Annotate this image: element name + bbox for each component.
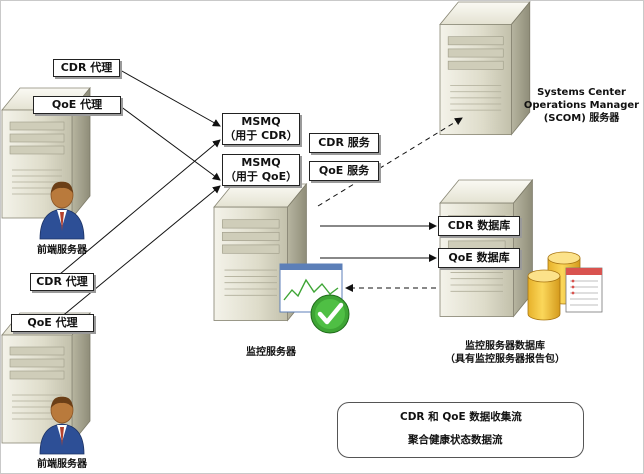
check-mark-icon <box>310 294 350 334</box>
cdr-agent-label: CDR 代理 <box>60 61 113 74</box>
msmq-qoe-box: MSMQ （用于 QoE） <box>222 154 300 186</box>
data-flow-arrows <box>59 69 437 319</box>
qoe-service-box: QoE 服务 <box>309 161 379 181</box>
msmq-cdr-title: MSMQ <box>241 115 281 128</box>
flow-arrow <box>59 139 221 275</box>
cdr-service-label: CDR 服务 <box>318 136 370 149</box>
scom-label-line1: Systems Center <box>537 87 626 98</box>
monitoring-server-label: 监控服务器 <box>246 347 296 358</box>
database-label-line2: （具有监控服务器报告包） <box>445 354 565 365</box>
database-label-line1: 监控服务器数据库 <box>465 341 545 352</box>
flow-arrow <box>119 105 221 181</box>
database-server-label: 监控服务器数据库 （具有监控服务器报告包） <box>440 340 570 366</box>
scom-label-line2: Operations Manager <box>523 100 640 111</box>
msmq-cdr-subtitle: （用于 CDR） <box>224 129 298 142</box>
report-document-icon <box>565 267 603 313</box>
cdr-agent-box-bottom: CDR 代理 <box>30 273 94 291</box>
cdr-service-box: CDR 服务 <box>309 133 379 153</box>
qoe-database-label: QoE 数据库 <box>448 251 510 264</box>
qoe-agent-label: QoE 代理 <box>51 98 103 111</box>
cdr-database-box: CDR 数据库 <box>438 216 520 236</box>
flow-arrow <box>119 69 221 127</box>
scom-server <box>439 1 531 136</box>
legend-solid-label: CDR 和 QoE 数据收集流 <box>396 411 526 424</box>
msmq-qoe-title: MSMQ <box>241 156 281 169</box>
scom-label-line3: (SCOM) 服务器 <box>543 113 620 124</box>
legend-dashed-label: 聚合健康状态数据流 <box>404 434 507 447</box>
flow-arrow <box>59 185 221 319</box>
scom-server-label: Systems Center Operations Manager (SCOM)… <box>519 86 644 125</box>
qoe-agent-box-bottom: QoE 代理 <box>11 314 94 332</box>
cdr-agent-label: CDR 代理 <box>36 275 88 288</box>
health-data-arrows <box>317 117 463 292</box>
qoe-database-box: QoE 数据库 <box>438 248 520 268</box>
cdr-database-label: CDR 数据库 <box>447 219 511 232</box>
health-arrow <box>317 117 463 207</box>
qoe-agent-box-top: QoE 代理 <box>33 96 121 114</box>
qoe-service-label: QoE 服务 <box>318 164 370 177</box>
qoe-agent-label: QoE 代理 <box>27 316 78 329</box>
msmq-qoe-subtitle: （用于 QoE） <box>224 170 298 183</box>
front-end-server-label-top: 前端服务器 <box>37 245 87 256</box>
front-end-server-label-bottom: 前端服务器 <box>37 459 87 470</box>
msmq-cdr-box: MSMQ （用于 CDR） <box>222 113 300 145</box>
front-end-server-bottom <box>1 312 91 444</box>
cdr-agent-box-top: CDR 代理 <box>53 59 120 77</box>
